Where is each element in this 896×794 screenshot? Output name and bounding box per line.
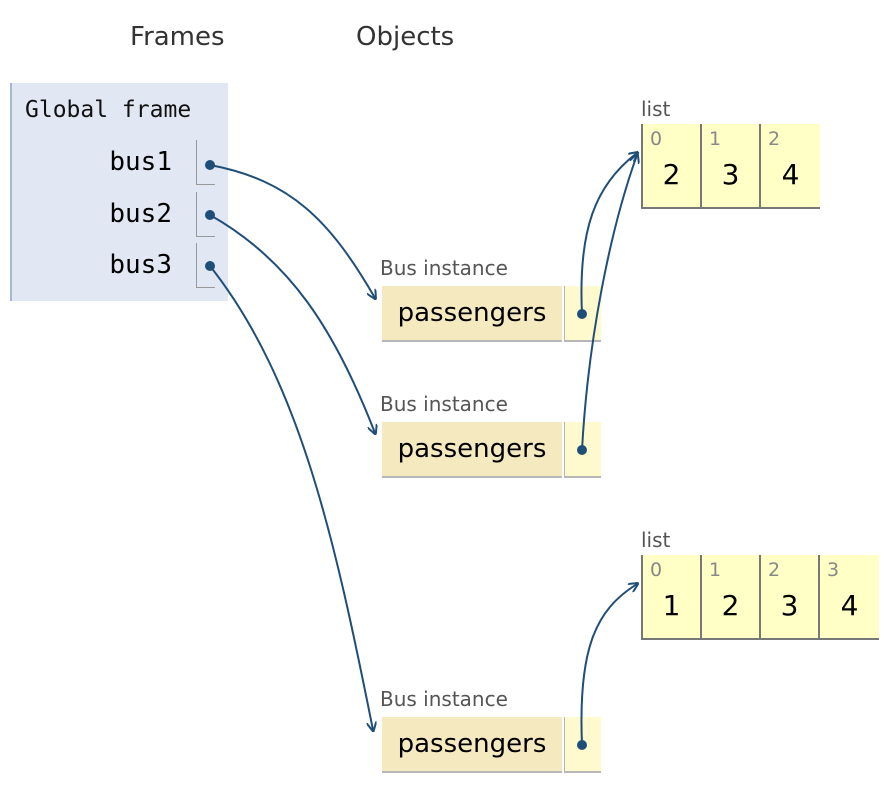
list-object-1: 0 2 1 3 2 4 [641,124,820,209]
list-value: 3 [721,158,740,191]
list-value: 4 [840,589,859,622]
var-slot-bus3[interactable] [196,243,215,288]
global-frame: Global frame bus1 bus2 bus3 [10,83,228,301]
arrow-bus1-to-instance1 [209,164,375,298]
arrow-bus2-to-instance2 [209,214,375,433]
frames-header: Frames [130,22,225,52]
list-cell: 0 2 [643,124,702,207]
objects-header: Objects [356,22,455,52]
attr-value-1[interactable] [564,286,601,342]
list-cell: 2 4 [761,124,820,207]
list-index: 3 [827,559,840,581]
attr-value-2[interactable] [564,422,601,478]
instance-label-1: Bus instance [380,256,508,280]
list-cell: 1 3 [702,124,761,207]
list-object-2: 0 1 1 2 2 3 3 4 [641,555,879,640]
list-value: 2 [662,158,681,191]
attr-passengers-1: passengers [382,286,562,342]
instance-label-3: Bus instance [380,687,508,711]
list-value: 3 [780,589,799,622]
list-index: 1 [709,128,722,150]
list-cell: 2 3 [761,555,820,638]
list-cell: 3 4 [820,555,879,638]
var-name-bus1: bus1 [109,147,172,177]
list-index: 2 [768,559,781,581]
list-value: 2 [721,589,740,622]
bus-instance-3: passengers [382,717,601,773]
var-slot-bus2[interactable] [196,192,215,237]
attr-passengers-2: passengers [382,422,562,478]
frame-title: Global frame [25,97,192,123]
attr-passengers-3: passengers [382,717,562,773]
bus-instance-2: passengers [382,422,601,478]
bus-instance-1: passengers [382,286,601,342]
var-slot-bus1[interactable] [196,140,215,185]
list-index: 0 [650,128,663,150]
attr-value-3[interactable] [564,717,601,773]
list-label-2: list [641,528,671,552]
var-name-bus2: bus2 [109,199,172,229]
var-name-bus3: bus3 [109,250,172,280]
list-index: 1 [709,559,722,581]
list-value: 4 [781,158,800,191]
list-index: 2 [768,128,781,150]
list-index: 0 [650,559,663,581]
list-cell: 0 1 [643,555,702,638]
list-value: 1 [662,589,681,622]
arrow-bus3-to-instance3 [209,265,373,730]
list-label-1: list [641,97,671,121]
list-cell: 1 2 [702,555,761,638]
instance-label-2: Bus instance [380,392,508,416]
